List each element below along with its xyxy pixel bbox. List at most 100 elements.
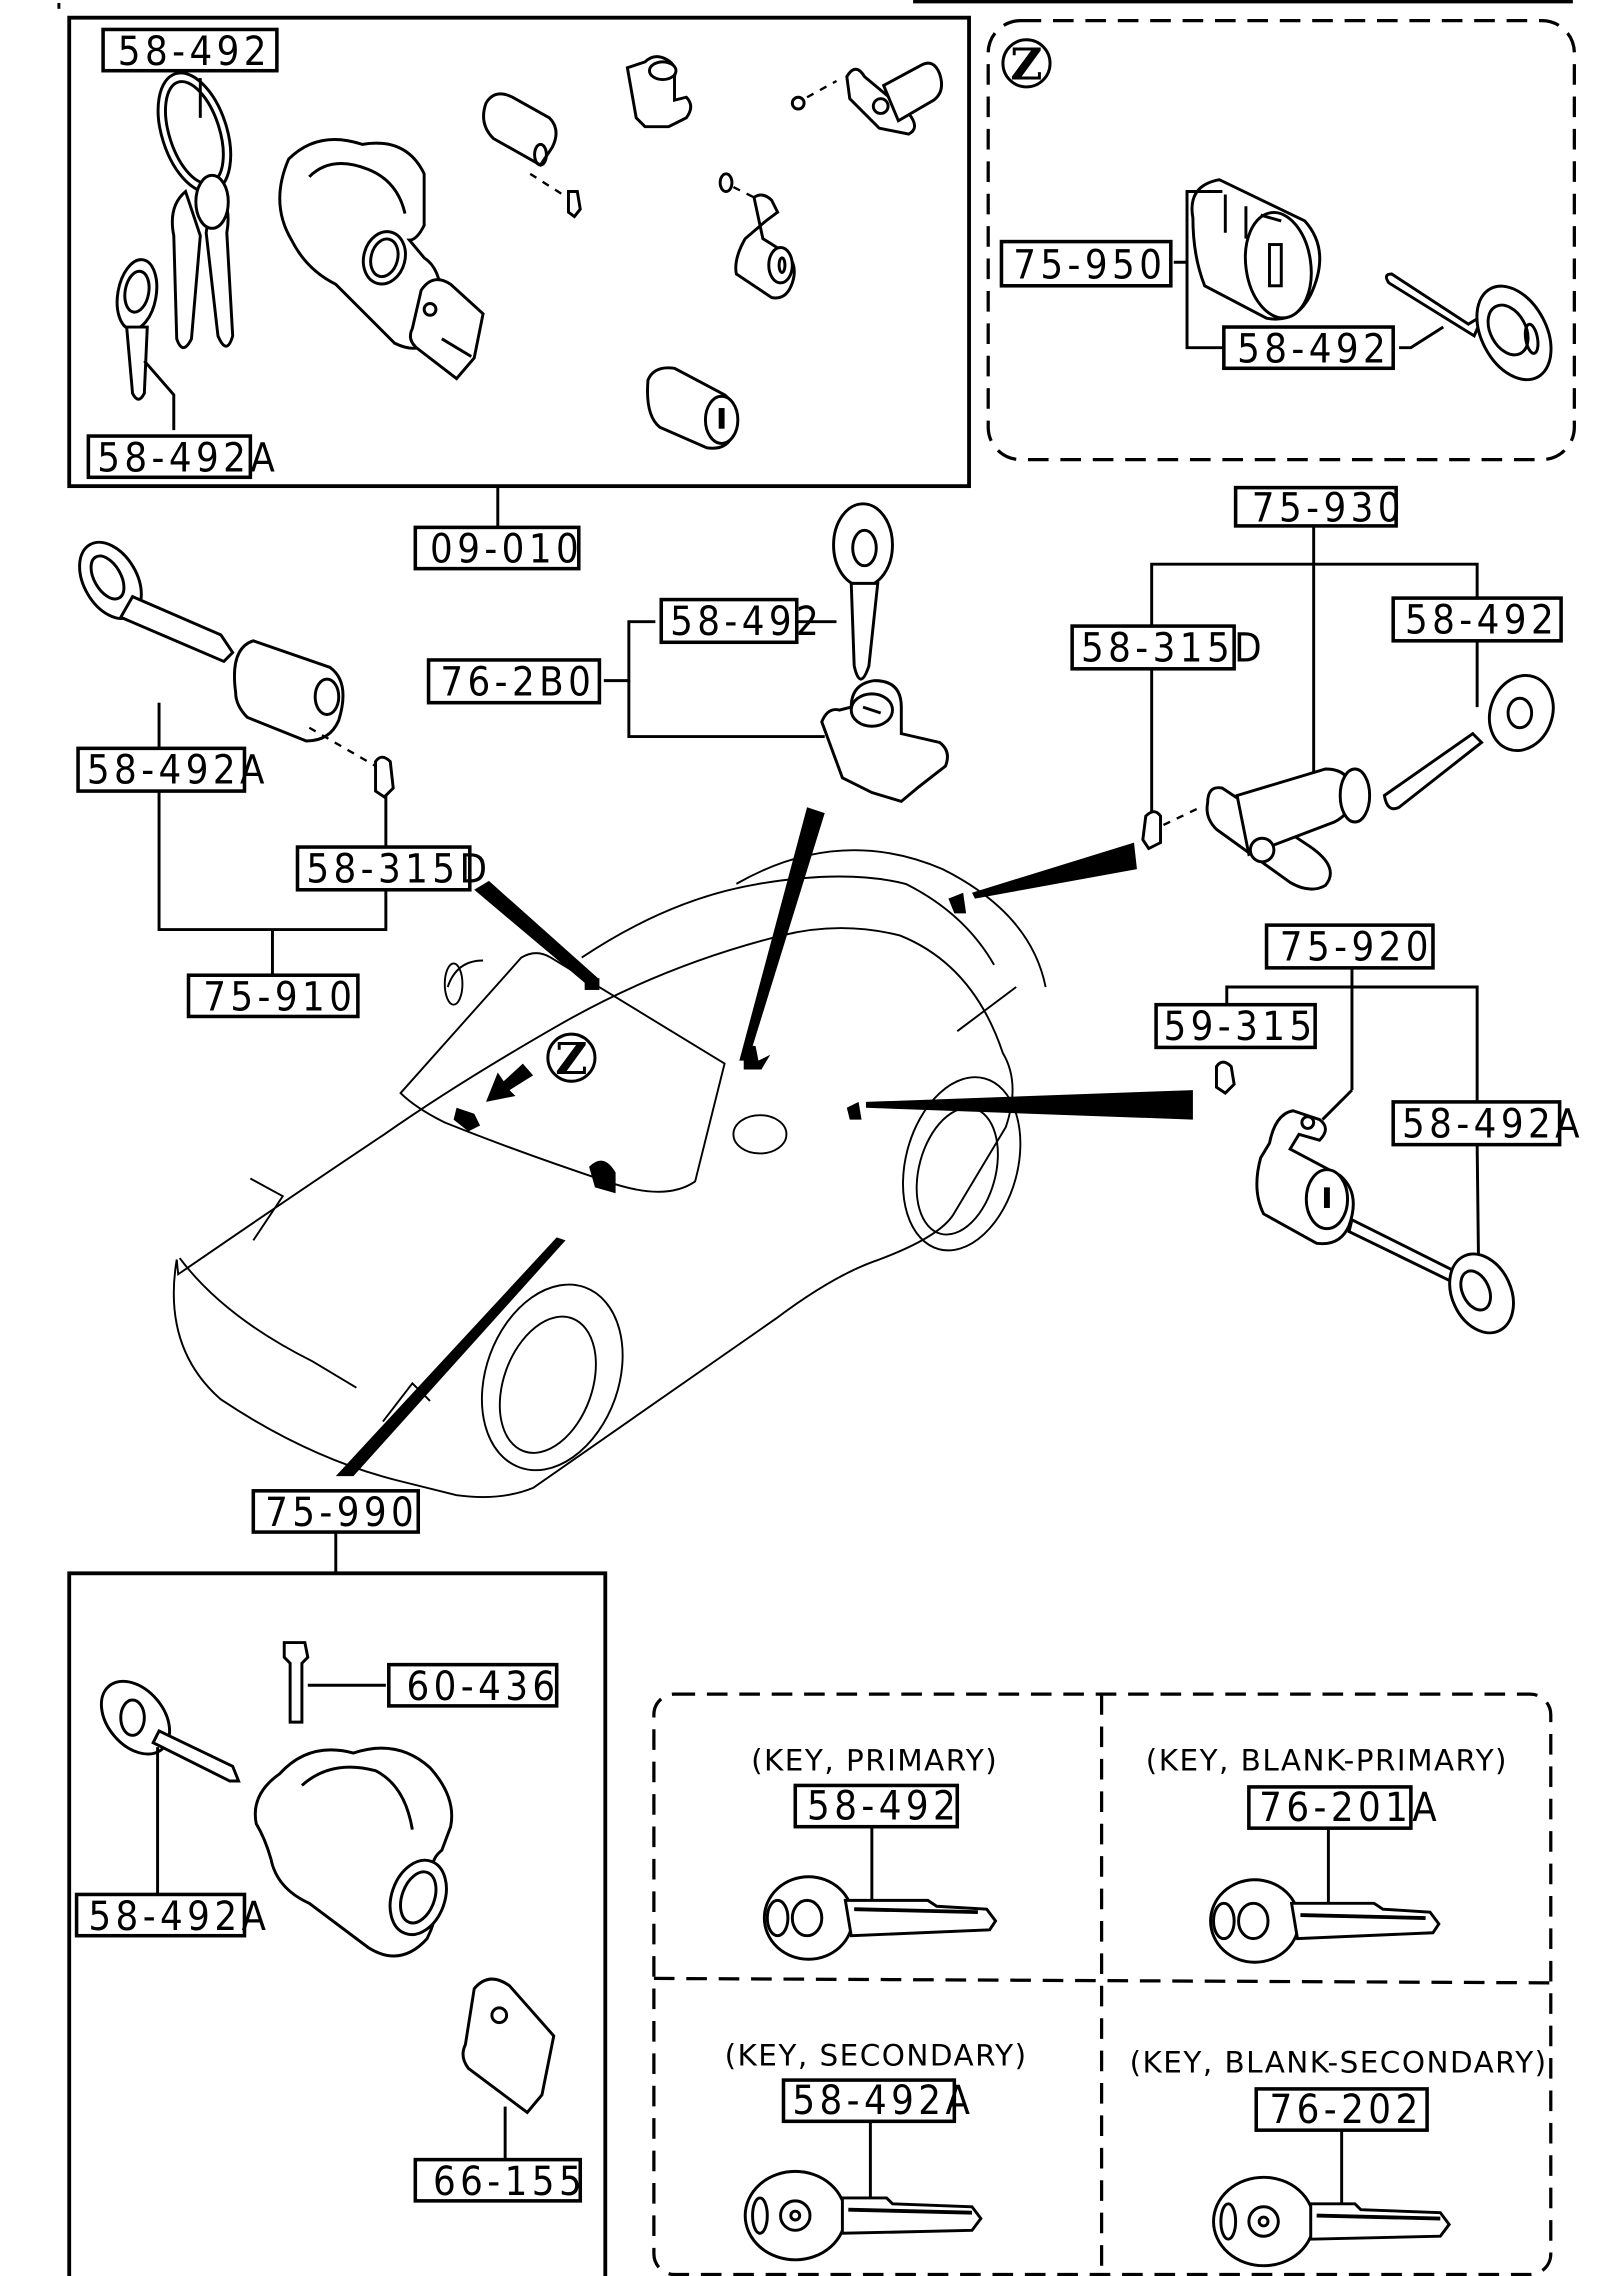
primary-key-icon xyxy=(832,502,894,681)
part-number: 58-315D xyxy=(1081,625,1266,671)
part-number: 76-2B0 xyxy=(440,659,595,705)
pointer-75-930 xyxy=(972,842,1137,899)
glove-box-lock-icon xyxy=(625,55,693,129)
part-number: 76-202 xyxy=(1269,2087,1422,2133)
key-icon xyxy=(743,2169,983,2262)
part-number: 58-492A xyxy=(792,2078,974,2124)
key-type-caption: (KEY, PRIMARY) xyxy=(751,1744,998,1778)
ignition-box: 75-990 60-436 58-492A xyxy=(67,1489,608,2276)
part-number: 58-492A xyxy=(1402,1101,1584,1147)
center-lock-group: 76-2B0 58-492 xyxy=(426,502,949,804)
key-type-caption: (KEY, SECONDARY) xyxy=(725,2038,1028,2072)
label-66-155: 66-155 xyxy=(413,2157,586,2205)
clip-icon xyxy=(1141,806,1201,851)
door-cylinder-icon xyxy=(718,172,796,300)
part-number: 58-492A xyxy=(88,1894,270,1940)
label-58-492-center: 58-492 xyxy=(659,597,823,645)
door-lock-icon xyxy=(790,61,944,136)
key-icon xyxy=(1212,2175,1452,2268)
part-number: 75-910 xyxy=(203,975,356,1021)
detail-z-box: Z 75-950 58-492 xyxy=(986,19,1576,462)
key-type-blank-secondary: (KEY, BLANK-SECONDARY) 76-202 xyxy=(1130,2046,1548,2268)
label-75-910: 75-910 xyxy=(186,973,360,1021)
part-number: 75-950 xyxy=(1013,242,1166,288)
pointer-75-910 xyxy=(474,880,598,985)
label-75-990: 75-990 xyxy=(251,1489,421,1536)
key-icon xyxy=(1209,1878,1441,1964)
trunk-cylinder-icon xyxy=(482,92,582,219)
label-75-930: 75-930 xyxy=(1233,485,1405,531)
clip-icon xyxy=(374,755,395,799)
key-ring-icon xyxy=(156,71,235,350)
pointer-76-2b0 xyxy=(739,807,825,1061)
key-type-caption: (KEY, BLANK-SECONDARY) xyxy=(1130,2046,1548,2080)
key-type-secondary: (KEY, SECONDARY) 58-492A xyxy=(725,2038,1028,2262)
part-number: 58-492 xyxy=(1405,597,1558,643)
key-icon xyxy=(1384,272,1553,382)
part-number: 58-492 xyxy=(807,1783,960,1829)
label-59-315: 59-315 xyxy=(1154,1002,1317,1050)
hatch-cylinder-icon xyxy=(646,366,740,450)
label-58-315d-right: 58-315D xyxy=(1070,624,1266,671)
label-58-492-kit: 58-492 xyxy=(101,27,279,75)
pointer-75-990 xyxy=(335,1237,566,1477)
detail-marker-z-car: Z xyxy=(555,1034,587,1085)
trunk-cylinder-icon xyxy=(233,639,377,768)
door-lock-icon xyxy=(1205,767,1372,891)
ignition-lock-icon xyxy=(278,138,443,350)
top-border xyxy=(57,0,1573,9)
key-type-primary: (KEY, PRIMARY) 58-492 xyxy=(751,1744,998,1961)
part-number: 75-930 xyxy=(1252,485,1405,531)
label-58-492a-right: 58-492A xyxy=(1391,1100,1584,1147)
part-number: 58-492A xyxy=(87,748,269,794)
part-number: 60-436 xyxy=(406,1664,559,1710)
label-58-315d-left: 58-315D xyxy=(295,845,491,892)
label-75-950: 75-950 xyxy=(999,239,1173,288)
label-76-2b0: 76-2B0 xyxy=(426,658,602,705)
part-number: 09-010 xyxy=(430,527,583,573)
steering-lock-icon xyxy=(253,1746,454,1958)
key-type-caption: (KEY, BLANK-PRIMARY) xyxy=(1146,1744,1508,1778)
door-cylinder-icon xyxy=(1255,1109,1355,1246)
ignition-switch-icon xyxy=(461,1977,556,2160)
label-58-492a-left: 58-492A xyxy=(76,746,269,794)
key-types-panel: (KEY, PRIMARY) 58-492 (KEY, BLANK-PRIMAR… xyxy=(652,1692,1553,2276)
arrow-icon xyxy=(486,1063,534,1102)
label-58-492a-ignition: 58-492A xyxy=(74,1892,270,1940)
lock-cylinder-icon xyxy=(1190,178,1322,321)
pointer-75-920 xyxy=(865,1090,1193,1120)
key-icon xyxy=(762,1875,998,1961)
part-number: 58-492A xyxy=(97,435,279,481)
part-number: 58-492 xyxy=(118,29,271,75)
part-number: 76-201A xyxy=(1259,1785,1441,1831)
detail-marker-z: Z xyxy=(1010,40,1042,91)
glove-box-lock-icon xyxy=(820,679,949,804)
part-number: 75-990 xyxy=(265,1490,418,1536)
left-lock-group: 58-492A 58-315D 75-910 xyxy=(76,540,491,1021)
label-75-920: 75-920 xyxy=(1264,923,1435,970)
part-number: 66-155 xyxy=(433,2159,586,2205)
secondary-key-icon xyxy=(1347,1217,1515,1335)
primary-key-icon xyxy=(1382,674,1555,811)
secondary-key-icon xyxy=(78,540,235,664)
kit-box: 58-492 58-492A 09-010 xyxy=(67,15,971,573)
secondary-key-icon xyxy=(99,1679,241,1895)
right-top-lock-group: 75-930 58-315D 58-492 xyxy=(1070,485,1563,891)
secondary-key-icon xyxy=(115,258,176,431)
part-number: 75-920 xyxy=(1280,924,1433,970)
clip-icon xyxy=(1215,1060,1236,1095)
car-illustration: Z xyxy=(172,807,1193,1498)
label-58-492-z: 58-492 xyxy=(1222,325,1395,372)
label-58-492a-kit: 58-492A xyxy=(86,434,279,481)
label-58-492-right: 58-492 xyxy=(1391,596,1563,643)
right-mid-lock-group: 75-920 59-315 58-492A xyxy=(1154,923,1584,1335)
part-number: 59-315 xyxy=(1163,1004,1316,1050)
label-60-436: 60-436 xyxy=(387,1662,559,1710)
key-type-blank-primary: (KEY, BLANK-PRIMARY) 76-201A xyxy=(1146,1744,1508,1964)
ignition-switch-icon xyxy=(408,278,485,381)
part-number: 58-492 xyxy=(1237,326,1390,372)
bolt-icon xyxy=(282,1641,386,1724)
part-number: 58-492 xyxy=(670,599,823,645)
part-number: 58-315D xyxy=(306,846,491,892)
